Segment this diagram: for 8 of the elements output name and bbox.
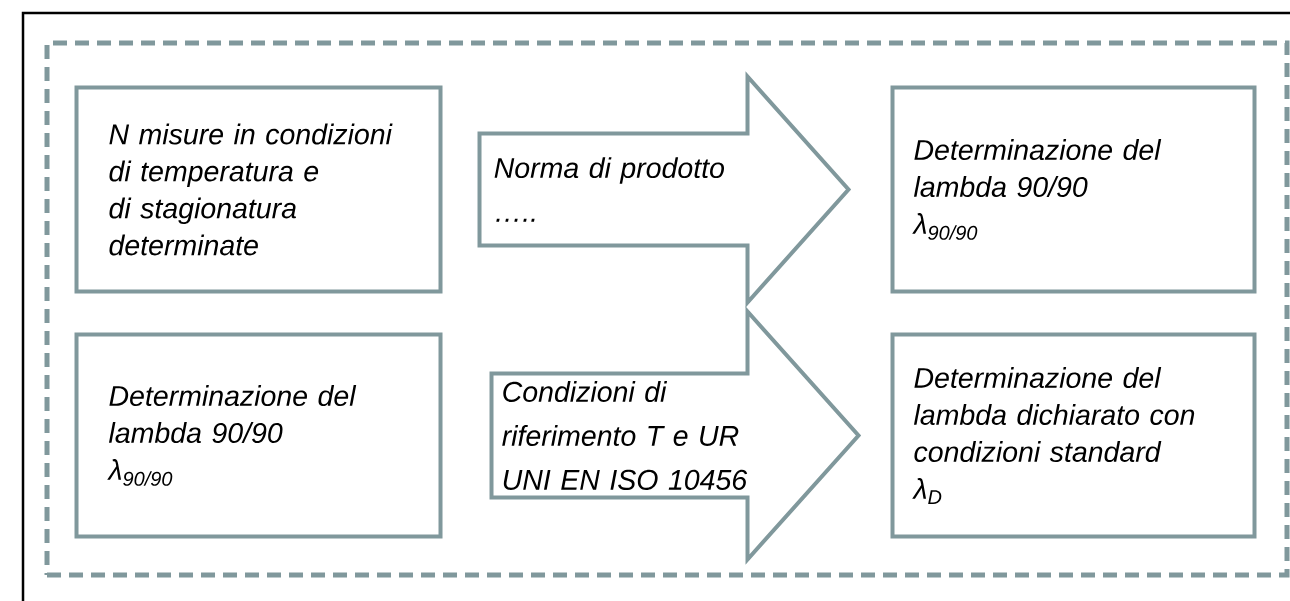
text-box: Determinazione del lambda dichiarato con condizioni standard λ$_{D}$ (890, 332, 1257, 539)
text-box: Determinazione del lambda 90/90 λ$_{90/90}$ (890, 85, 1257, 294)
text-box: N misure in condizioni di temperatura e di stagionatura determinate (74, 85, 443, 294)
text-box: Determinazione del lambda 90/90 λ$_{90/90}$ (74, 332, 443, 539)
block-arrow (477, 71, 852, 308)
edge-label: Condizioni di riferimento T e UR UNI EN ISO 10456 (502, 381, 748, 490)
block-arrow (489, 306, 862, 565)
edge-label: Norma di prodotto ….. (494, 157, 725, 222)
